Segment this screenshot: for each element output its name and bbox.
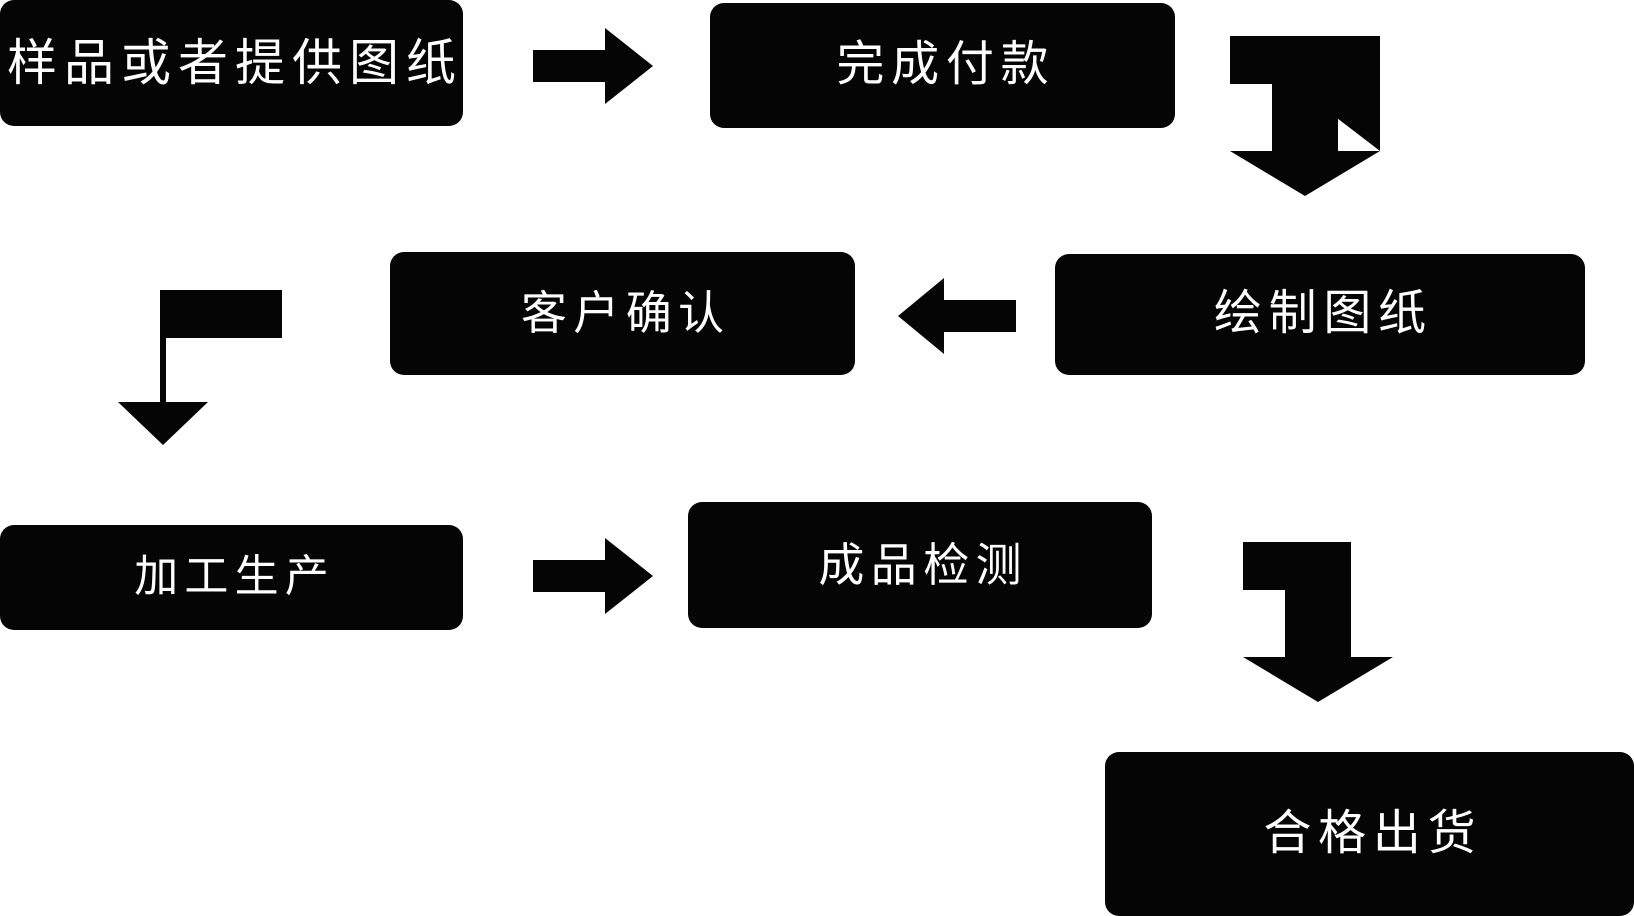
node-label: 成品检测 [818, 538, 1029, 591]
node-sample-drawing[interactable]: 样品或者提供图纸 [0, 0, 463, 126]
node-label: 绘制图纸 [1213, 287, 1433, 341]
node-finished-inspection[interactable]: 成品检测 [688, 502, 1152, 628]
arrow-elbow-right-down-icon [1230, 36, 1380, 196]
node-complete-payment[interactable]: 完成付款 [710, 3, 1175, 128]
arrow-right-icon [533, 538, 653, 614]
node-qualified-shipment[interactable]: 合格出货 [1105, 752, 1634, 916]
node-label: 加工生产 [134, 552, 335, 602]
arrow-elbow-right-down-icon [1243, 542, 1393, 702]
node-draw-blueprint[interactable]: 绘制图纸 [1055, 254, 1585, 375]
node-production[interactable]: 加工生产 [0, 525, 463, 630]
arrow-left-icon [898, 278, 1016, 354]
node-label: 客户确认 [520, 287, 731, 340]
node-label: 完成付款 [836, 38, 1056, 92]
arrow-right-icon [533, 28, 653, 104]
node-customer-confirm[interactable]: 客户确认 [390, 252, 855, 375]
node-label: 合格出货 [1263, 806, 1483, 860]
arrow-elbow-left-down-icon [118, 290, 282, 445]
node-label: 样品或者提供图纸 [7, 34, 463, 91]
